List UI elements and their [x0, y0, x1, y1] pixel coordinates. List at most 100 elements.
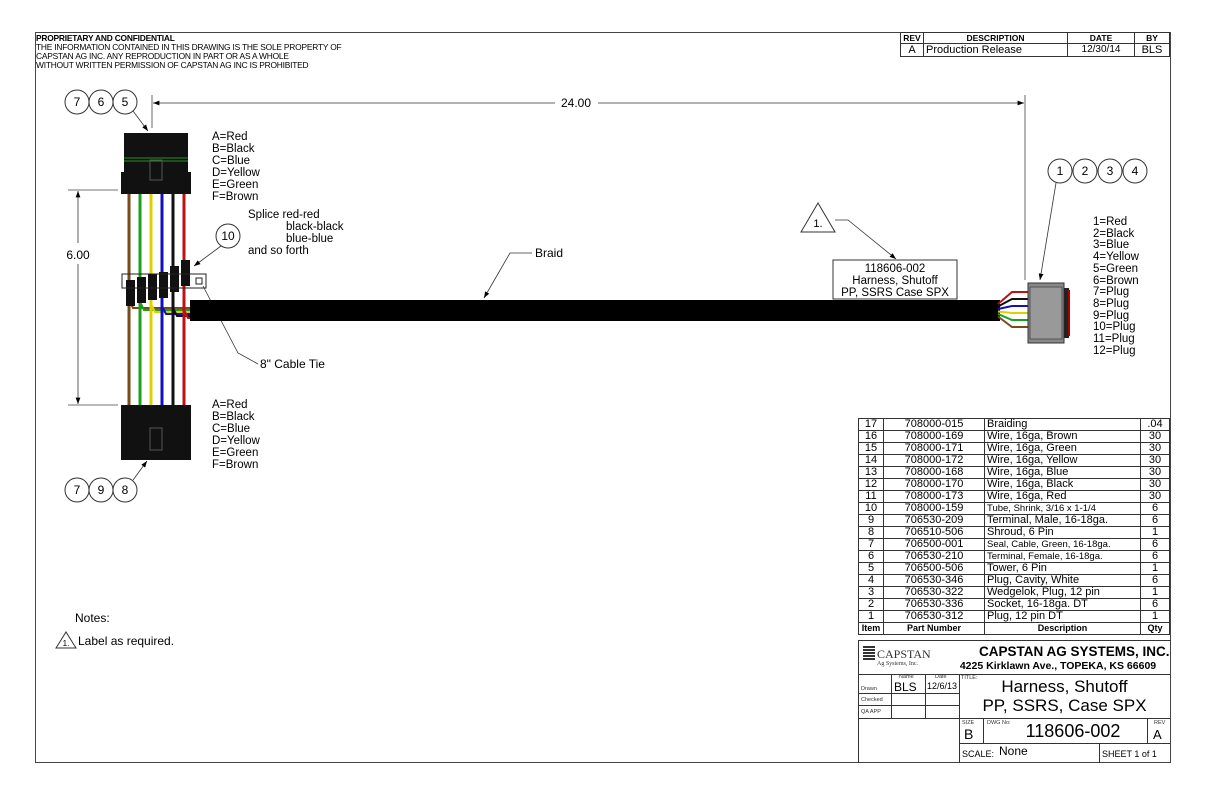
height-dimension-value: 6.00 — [66, 248, 90, 262]
bom-part-number: 706530-209 — [883, 514, 985, 527]
bom-item: 11 — [858, 490, 884, 503]
sheet-number: SHEET 1 of 1 — [1102, 749, 1157, 759]
bom-item: 16 — [858, 430, 884, 443]
qa-label: QA APP — [861, 709, 881, 715]
braid-label: Braid — [535, 246, 563, 260]
braid — [190, 300, 1000, 321]
cable-tie-head — [195, 277, 203, 285]
company-row: CAPSTAN Ag Systems, Inc. CAPSTAN AG SYST… — [859, 641, 1170, 675]
wire-fanout — [997, 291, 1030, 305]
bom-part-number: 706530-346 — [883, 574, 985, 587]
bom-part-number: 708000-171 — [883, 442, 985, 455]
wire-fanout — [997, 310, 1030, 314]
bom-qty: 6 — [1140, 550, 1170, 563]
pin-map-entry: C=Blue — [212, 423, 251, 435]
pin-map-entry: F=Brown — [212, 459, 259, 471]
balloon-9-bottom: 9 — [88, 477, 114, 503]
revision-block: REV DESCRIPTION DATE BY A Production Rel… — [900, 32, 1170, 57]
pin-map-entry: 4=Yellow — [1093, 251, 1139, 264]
label-title: Harness, Shutoff — [852, 275, 938, 287]
bom-part-number: 708000-168 — [883, 466, 985, 479]
flag-text: 1. — [813, 218, 822, 230]
length-dimension: 24.00 — [151, 95, 1026, 280]
splice-shrink-tubes — [126, 260, 190, 306]
bom-qty: 6 — [1140, 514, 1170, 527]
bom-item: 10 — [858, 502, 884, 515]
splice-note-line: Splice red-red — [248, 209, 320, 221]
bom-part-number: 708000-170 — [883, 478, 985, 491]
title-line: PP, SSRS, Case SPX — [982, 696, 1147, 715]
bom-qty: 1 — [1140, 562, 1170, 575]
pin-map-entry: C=Blue — [212, 155, 251, 167]
note-text: Label as required. — [78, 634, 174, 648]
pin-map-entry: D=Yellow — [212, 167, 260, 179]
balloon-1: 1 — [1047, 158, 1073, 184]
bom-qty: 30 — [1140, 478, 1170, 491]
bom-item: 1 — [858, 610, 884, 623]
bom-qty: 30 — [1140, 430, 1170, 443]
bom-qty: 30 — [1140, 454, 1170, 467]
scale-value: None — [999, 744, 1028, 758]
proprietary-line: THE INFORMATION CONTAINED IN THIS DRAWIN… — [36, 42, 342, 52]
label-box: 118606-002 Harness, Shutoff PP, SSRS Cas… — [832, 259, 958, 300]
bom-description: Braiding — [984, 418, 1141, 431]
label-part-number: 118606-002 — [865, 263, 926, 275]
pin-map-entry: 2=Black — [1093, 227, 1135, 240]
bom-item: 8 — [858, 526, 884, 539]
balloon-label: 6 — [98, 95, 105, 109]
size-label: SIZE — [962, 720, 975, 726]
bom-qty: 6 — [1140, 502, 1170, 515]
bom-part-number: 706530-210 — [883, 550, 985, 563]
pin-map-entry: 8=Plug — [1093, 297, 1130, 310]
pin-map-entry: B=Black — [212, 411, 255, 423]
label-subtitle: PP, SSRS Case SPX — [841, 287, 949, 299]
pin-map-entry: A=Red — [212, 399, 248, 411]
bom-item: 12 — [858, 478, 884, 491]
balloon-6-top: 6 — [88, 89, 114, 115]
balloon-label: 10 — [221, 229, 235, 243]
pin-map-entry: A=Red — [212, 131, 248, 143]
balloon-2: 2 — [1072, 158, 1098, 184]
cable-tie-label: 8" Cable Tie — [260, 357, 325, 371]
proprietary-line: CAPSTAN AG INC. ANY REPRODUCTION IN PART… — [36, 51, 289, 61]
bom-part-number: 706530-312 — [883, 610, 985, 623]
proprietary-line: WITHOUT WRITTEN PERMISSION OF CAPSTAN AG… — [36, 60, 309, 70]
bom-part-number: 706530-322 — [883, 586, 985, 599]
bom-item: 15 — [858, 442, 884, 455]
bom-item: 2 — [858, 598, 884, 611]
bom-part-number: 706500-001 — [883, 538, 985, 551]
pin-map-entry: E=Green — [212, 447, 259, 459]
rev-description: Production Release — [923, 43, 1068, 57]
bom-description: Plug, Cavity, White — [984, 574, 1141, 587]
scale-label: SCALE: — [962, 749, 995, 759]
balloon-label: 1 — [1057, 164, 1064, 178]
pin-map-entry: 9=Plug — [1093, 309, 1130, 322]
bom-item: 4 — [858, 574, 884, 587]
bom-description: Wedgelok, Plug, 12 pin — [984, 586, 1141, 599]
bom-part-number: 706510-506 — [883, 526, 985, 539]
wire-fanout — [997, 315, 1030, 328]
balloon-7-top: 7 — [64, 89, 90, 115]
logo-subtext: Ag Systems, Inc. — [877, 661, 918, 667]
bom-description: Wire, 16ga, Blue — [984, 466, 1141, 479]
sheet-border — [35, 32, 1171, 763]
proprietary-notice: PROPRIETARY AND CONFIDENTIAL THE INFORMA… — [36, 34, 342, 70]
sheet-size: B — [964, 726, 974, 742]
cable-tie-leader — [202, 285, 259, 365]
balloon-4: 4 — [1122, 158, 1148, 184]
drawn-date: 12/6/13 — [927, 681, 958, 691]
bom-qty: 30 — [1140, 442, 1170, 455]
drawn-label: Drawn — [861, 686, 877, 692]
balloon-label: 5 — [122, 95, 129, 109]
pin-map-entry: 11=Plug — [1093, 333, 1135, 346]
note-item-1: 1. Label as required. — [55, 631, 174, 649]
